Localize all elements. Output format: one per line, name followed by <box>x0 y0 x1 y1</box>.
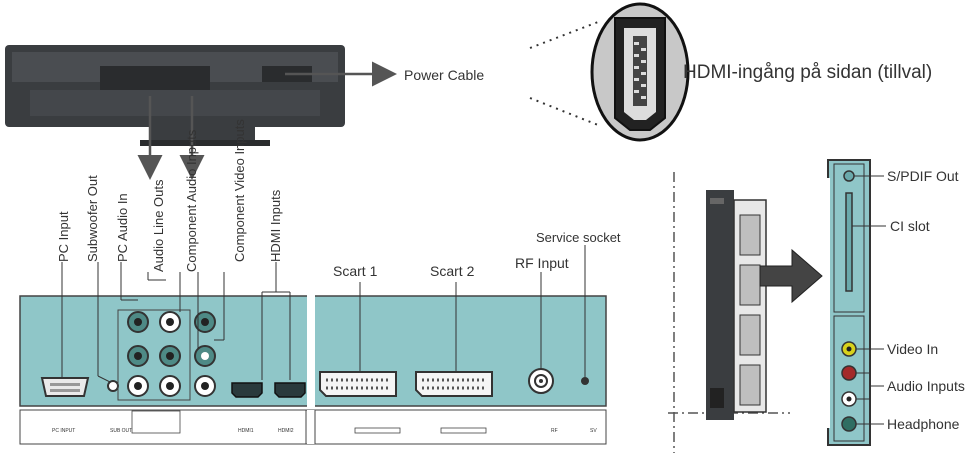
spdif-out-label: S/PDIF Out <box>887 168 959 184</box>
hdmi-inputs-label: HDMI Inputs <box>268 189 283 262</box>
scart-1-port <box>319 371 397 397</box>
headphone-jack <box>841 416 857 432</box>
rear-panel: PC INPUT SUB OUT HDMI1 HDMI2 RF SV <box>19 294 607 445</box>
video-in-label: Video In <box>887 341 938 357</box>
hdmi-side-connector <box>529 2 690 142</box>
component-video-inputs-label: Component Video Inputs <box>232 119 247 262</box>
scart-2-label: Scart 2 <box>430 263 475 279</box>
svg-text:PC INPUT: PC INPUT <box>52 428 75 434</box>
ci-slot <box>845 192 853 292</box>
scart-1-label: Scart 1 <box>333 263 378 279</box>
pc-input-label: PC Input <box>56 211 71 262</box>
headphone-label: Headphone <box>887 416 960 432</box>
subwoofer-out-label: Subwoofer Out <box>85 175 100 262</box>
subwoofer-port <box>107 380 119 392</box>
audio-red-jack <box>841 365 857 381</box>
tv-rear-top-view <box>5 45 345 146</box>
component-audio-inputs-label: Component Audio Inputs <box>184 129 199 272</box>
hdmi-side-label: HDMI-ingång på sidan (tillval) <box>683 62 932 83</box>
side-leader-lines <box>852 175 886 425</box>
svg-text:RF: RF <box>551 428 558 434</box>
svg-text:SV: SV <box>590 428 597 434</box>
rear-leader-lines <box>61 245 586 383</box>
tv-side-profile <box>668 172 790 453</box>
hdmi-input-ports <box>231 382 306 398</box>
svg-text:HDMI2: HDMI2 <box>278 428 294 434</box>
power-cable-label: Power Cable <box>404 67 484 83</box>
rf-input-label: RF Input <box>515 255 569 271</box>
rca-jack-grid <box>117 309 216 401</box>
audio-inputs-label: Audio Inputs <box>887 378 965 394</box>
ci-slot-label: CI slot <box>890 218 930 234</box>
service-socket-port <box>581 377 589 385</box>
svg-text:SUB OUT: SUB OUT <box>110 428 132 434</box>
service-socket-label: Service socket <box>536 230 621 245</box>
spdif-out-port <box>843 170 855 182</box>
svg-text:HDMI1: HDMI1 <box>238 428 254 434</box>
scart-2-port <box>415 371 493 397</box>
rf-input-port <box>528 368 554 394</box>
pc-audio-in-label: PC Audio In <box>115 193 130 262</box>
audio-line-outs-label: Audio Line Outs <box>151 179 166 272</box>
pc-input-port <box>40 377 90 397</box>
side-view-arrow <box>759 248 823 304</box>
